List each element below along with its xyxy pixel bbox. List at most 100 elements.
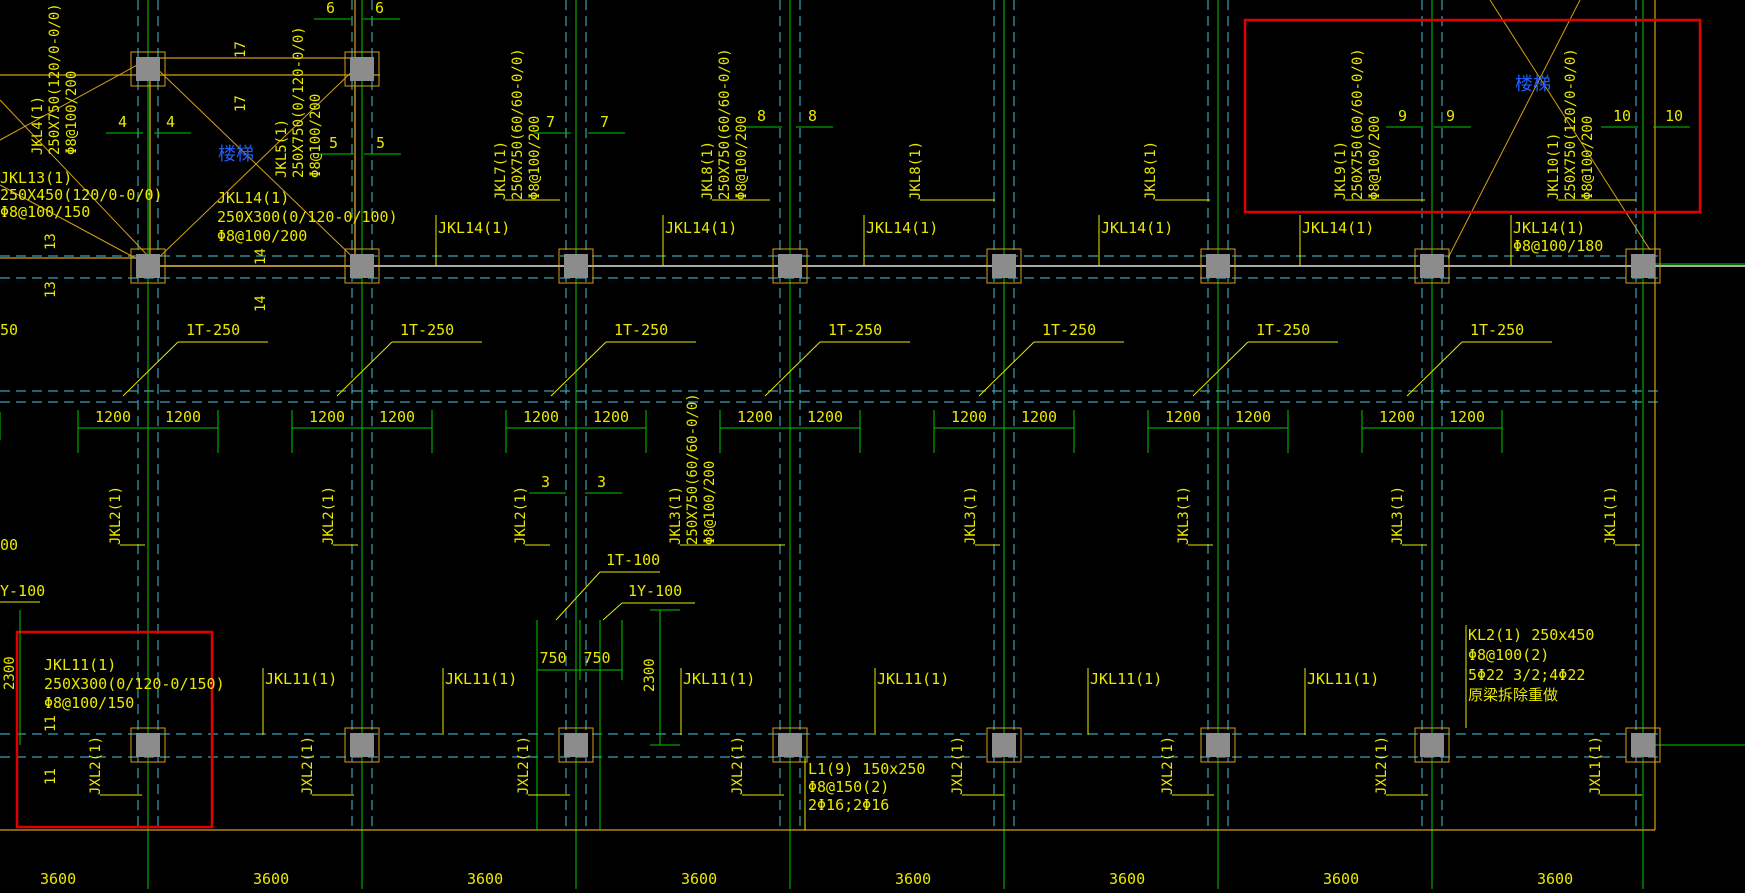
column-row2[interactable] xyxy=(136,733,160,757)
column-row2-outline xyxy=(1625,727,1661,763)
beam-label-jkl7: 250X750(60/60-0/0) xyxy=(510,48,526,200)
beam-label-jxl2: JXL2(1) xyxy=(730,736,746,795)
column-row2-outline xyxy=(1414,727,1450,763)
bottom-dimension-label: 3600 xyxy=(1323,870,1359,888)
wall-lines xyxy=(0,0,1656,831)
column-row1[interactable] xyxy=(1206,254,1230,278)
highlight-box-top-right[interactable] xyxy=(1243,18,1702,214)
beam-label-jkl10: 250X750(120/0-0/0) xyxy=(1563,48,1579,200)
column-stair[interactable] xyxy=(350,57,374,81)
dimension-label: 1200 xyxy=(1021,408,1057,426)
column-row1[interactable] xyxy=(136,254,160,278)
axis-tag-number: 11 xyxy=(43,768,59,785)
axis-tag-number: 8 xyxy=(808,107,817,125)
column-row2[interactable] xyxy=(992,733,1016,757)
column-row1-outline xyxy=(1625,248,1661,284)
slab-rebar-label: 1Y-100 xyxy=(628,582,682,600)
beam-label-jkl9: Φ8@100/200 xyxy=(1367,116,1383,200)
beam-label-jkl14: JKL14(1) xyxy=(438,219,510,237)
column-row1[interactable] xyxy=(564,254,588,278)
column-row1[interactable] xyxy=(778,254,802,278)
beam-label-jkl3: JKL3(1) xyxy=(1176,486,1192,545)
column-row1-outline xyxy=(986,248,1022,284)
beam-label-jkl11: JKL11(1) xyxy=(445,670,517,688)
column-row2-outline xyxy=(986,727,1022,763)
dimension-label: 1200 xyxy=(309,408,345,426)
column-row1-outline xyxy=(772,248,808,284)
column-row2[interactable] xyxy=(1631,733,1655,757)
beam-label-jkl13: JKL13(1) xyxy=(0,169,72,187)
beam-label-jxl2: JXL2(1) xyxy=(88,736,104,795)
partial-label: 00 xyxy=(0,536,18,554)
column-stair[interactable] xyxy=(136,57,160,81)
beam-label-jxl2: JXL2(1) xyxy=(1374,736,1390,795)
axis-tag-number: 14 xyxy=(253,295,269,312)
beam-label-jkl13: Φ8@100/150 xyxy=(0,203,90,221)
dimension-label: 1200 xyxy=(737,408,773,426)
dimension-label: 1200 xyxy=(951,408,987,426)
axis-tag-number: 8 xyxy=(757,107,766,125)
dimension-label: 750 xyxy=(539,649,566,667)
axis-tag-number: 13 xyxy=(43,281,59,298)
beam-label-jkl8: JKL8(1) xyxy=(908,141,924,200)
column-row1[interactable] xyxy=(350,254,374,278)
leader-line xyxy=(122,341,179,397)
bottom-dimension-label: 3600 xyxy=(895,870,931,888)
slab-rebar-label: 1T-100 xyxy=(606,551,660,569)
beam-label-kl2: 5Φ22 3/2;4Φ22 xyxy=(1468,666,1585,684)
beam-label-jkl14: JKL14(1) xyxy=(1101,219,1173,237)
beam-label-kl2: 原梁拆除重做 xyxy=(1468,686,1558,704)
beam-label-jkl7: JKL7(1) xyxy=(493,141,509,200)
dimension-label: 2300 xyxy=(642,658,658,692)
axis-tag-number: 17 xyxy=(233,95,249,112)
leader-line xyxy=(550,341,607,397)
slab-rebar-label: 1T-250 xyxy=(828,321,882,339)
axis-tag-number: 3 xyxy=(541,473,550,491)
slab-rebar-label: 1T-250 xyxy=(614,321,668,339)
column-row1-outline xyxy=(130,248,166,284)
dimension-label: 1200 xyxy=(1235,408,1271,426)
stair-diagonals xyxy=(0,0,1651,267)
axis-tag-number: 6 xyxy=(375,0,384,17)
axis-tag-number: 7 xyxy=(600,113,609,131)
dimension-label: 2300 xyxy=(2,656,18,690)
column-stair-outline xyxy=(130,51,166,87)
bottom-dimension-label: 3600 xyxy=(40,870,76,888)
dimension-label: 1200 xyxy=(1379,408,1415,426)
column-row1[interactable] xyxy=(1420,254,1444,278)
beam-label-l1: 2Φ16;2Φ16 xyxy=(808,796,889,814)
beam-label-jkl3: Φ8@100/200 xyxy=(702,461,718,545)
partial-label: 50 xyxy=(0,321,18,339)
beam-label-jkl8: Φ8@100/200 xyxy=(734,116,750,200)
axis-tag-number: 5 xyxy=(376,134,385,152)
dimension-label: 1200 xyxy=(523,408,559,426)
slab-rebar-label: 1T-250 xyxy=(186,321,240,339)
beam-label-jkl4: Φ8@100/200 xyxy=(64,71,80,155)
column-row2[interactable] xyxy=(1420,733,1444,757)
beam-label-jkl14: Φ8@100/180 xyxy=(1513,237,1603,255)
beam-label-jkl11: JKL11(1) xyxy=(683,670,755,688)
beam-label-l1: Φ8@150(2) xyxy=(808,778,889,796)
highlight-box-bottom-left[interactable] xyxy=(15,630,214,829)
beam-label-jkl9: 250X750(60/60-0/0) xyxy=(1350,48,1366,200)
axis-tag-number: 3 xyxy=(597,473,606,491)
bottom-dimension-label: 3600 xyxy=(1109,870,1145,888)
column-row1[interactable] xyxy=(992,254,1016,278)
beam-label-jkl13: 250X450(120/0-0/0) xyxy=(0,186,163,204)
beam-label-jkl14: JKL14(1) xyxy=(1302,219,1374,237)
column-row2[interactable] xyxy=(1206,733,1230,757)
leader-line xyxy=(336,341,393,397)
column-row1[interactable] xyxy=(1631,254,1655,278)
beam-label-jxl1: JXL1(1) xyxy=(1588,736,1604,795)
beam-label-jkl11: JKL11(1) xyxy=(44,656,116,674)
axis-tag-number: 14 xyxy=(253,248,269,265)
column-row2[interactable] xyxy=(778,733,802,757)
beam-label-jkl2: JKL2(1) xyxy=(513,486,529,545)
slab-rebar-label: 1T-250 xyxy=(400,321,454,339)
column-row2[interactable] xyxy=(350,733,374,757)
dimension-label: 1200 xyxy=(807,408,843,426)
column-row2[interactable] xyxy=(564,733,588,757)
